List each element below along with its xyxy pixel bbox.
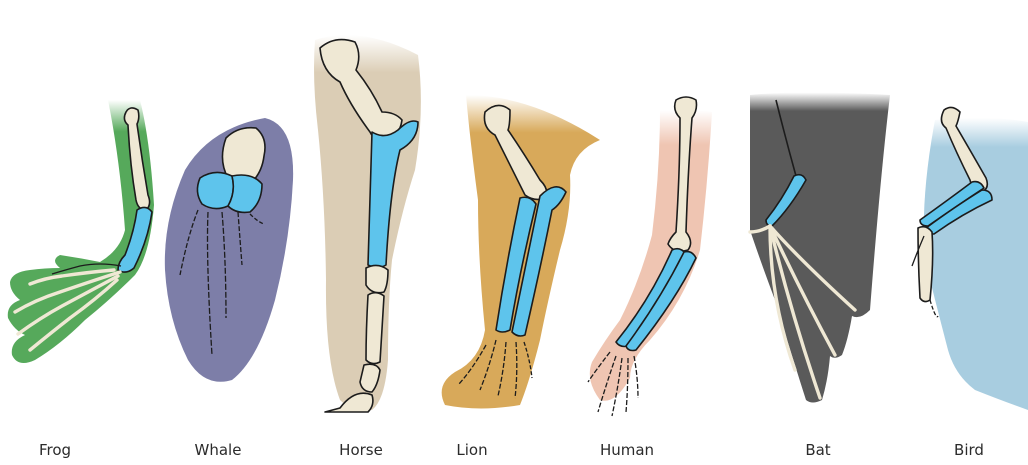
label-bat: Bat [805,441,830,459]
label-whale: Whale [195,441,242,459]
whale-radius [197,172,233,208]
label-bird: Bird [954,441,984,459]
label-horse: Horse [339,441,383,459]
frog-limb [8,100,154,363]
label-lion: Lion [456,441,487,459]
lion-limb [442,95,600,409]
whale-limb [165,118,293,382]
bat-limb [750,93,890,403]
label-frog: Frog [39,441,71,459]
horse-limb [314,35,421,412]
bird-limb [912,107,1028,410]
label-human: Human [600,441,654,459]
human-limb [588,97,712,416]
